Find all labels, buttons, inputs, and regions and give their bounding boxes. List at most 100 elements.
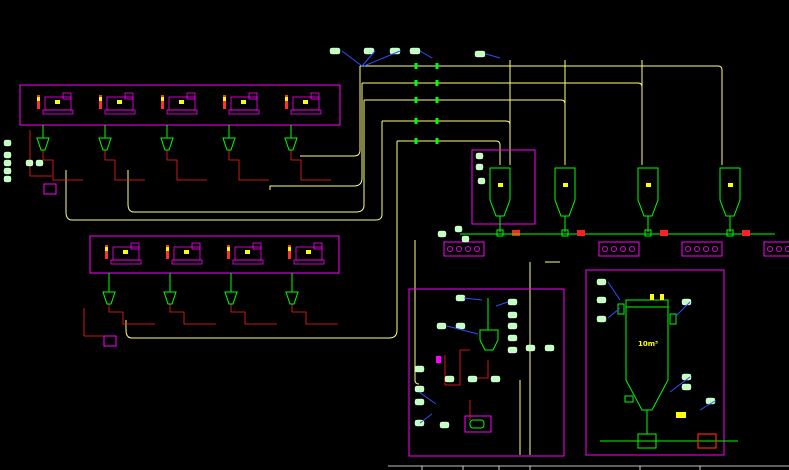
bag-filter-icon <box>43 183 57 195</box>
tag-leader-line <box>363 50 401 67</box>
status-indicator <box>241 100 246 104</box>
hopper-icon <box>284 137 298 151</box>
motor-box <box>62 92 72 100</box>
hopper-icon <box>224 291 238 305</box>
motor-box <box>124 92 134 100</box>
hopper-icon <box>102 291 116 305</box>
equipment-frame <box>471 149 536 225</box>
silo-icon <box>637 167 659 217</box>
level-gauge-top <box>223 97 226 101</box>
instrument-tag-icon <box>525 344 536 352</box>
instrument-tag-icon <box>414 385 425 393</box>
tag-leader-line <box>669 376 691 393</box>
instrument-tag-icon <box>35 159 44 167</box>
vibrator <box>624 395 634 403</box>
hopper-icon <box>285 291 299 305</box>
level-switch <box>617 303 625 315</box>
pipe-line <box>382 120 511 165</box>
instrument-tag-icon <box>25 159 34 167</box>
pipe-line <box>83 308 104 337</box>
sample-point <box>436 356 441 363</box>
status-indicator <box>306 250 311 254</box>
conveyor <box>166 109 198 115</box>
pump-icon <box>697 433 717 449</box>
pump-icon <box>512 230 520 236</box>
pipe-line <box>29 130 52 177</box>
bag-filter-icon <box>103 335 117 347</box>
valve-icon <box>726 229 734 237</box>
equipment-frame <box>763 241 789 257</box>
pipe-line <box>125 141 398 339</box>
equipment-units <box>36 63 789 470</box>
instrument-tag-icon <box>461 235 470 243</box>
status-indicator <box>303 100 308 104</box>
hopper-icon <box>98 137 112 151</box>
silo-icon <box>489 167 511 217</box>
inlet-nozzle <box>650 294 654 300</box>
annotations: 10m³ <box>638 340 658 348</box>
tag-leader-line <box>361 50 376 67</box>
valve-icon <box>644 229 652 237</box>
tag-leader-line <box>495 301 509 307</box>
pipe-line <box>360 65 723 165</box>
conveyor <box>232 259 264 265</box>
instrument-tag-icon <box>329 47 341 55</box>
instrument-tag-icon <box>414 398 425 406</box>
valve-actuator <box>473 245 480 252</box>
pipe-line <box>470 360 489 379</box>
large-silo-volume-label: 10m³ <box>638 340 658 348</box>
motor-box <box>313 242 323 250</box>
equipment-frame <box>443 241 485 257</box>
status-indicator <box>184 250 189 254</box>
level-gauge-top <box>37 97 40 101</box>
level-gauge-top <box>105 247 108 251</box>
instrument-tag-icon <box>363 47 375 55</box>
instrument-tag-icon <box>455 294 466 302</box>
tag-leader-line <box>341 50 363 67</box>
level-gauge <box>161 95 164 109</box>
equipment-frame <box>598 241 640 257</box>
instrument-tag-icon <box>596 278 607 286</box>
pipe-line <box>397 140 501 165</box>
valve-actuator <box>785 246 789 252</box>
instrument-tag-icon <box>3 167 12 175</box>
instrument-tag-icon <box>596 296 607 304</box>
valve-icon <box>414 97 418 103</box>
pipe-network <box>29 60 723 455</box>
conveyor <box>171 259 203 265</box>
instrument-tag-icon <box>437 230 447 238</box>
conveyor <box>42 109 74 115</box>
level-gauge <box>223 95 226 109</box>
equipment-frame <box>585 269 725 456</box>
pipe-line <box>444 349 470 386</box>
valve-actuator <box>767 245 774 252</box>
status-indicator <box>117 100 122 104</box>
instrument-tag-icon <box>507 322 518 330</box>
conveyor <box>293 259 325 265</box>
instrument-tag-icon <box>439 421 450 429</box>
level-gauge <box>105 245 108 259</box>
tag-leader-line <box>699 400 716 411</box>
pipe-line <box>166 150 207 181</box>
tag-leader-line <box>607 307 621 319</box>
level-gauge-top <box>99 97 102 101</box>
tag-leader-line <box>485 53 501 59</box>
status-indicator <box>179 100 184 104</box>
pipe-line <box>362 82 643 165</box>
instrument-tag-icon <box>507 346 518 354</box>
instrument-tags <box>3 47 716 429</box>
tag-leader-line <box>446 325 479 335</box>
valve-actuator <box>694 245 701 252</box>
conveyor <box>110 259 142 265</box>
pump-icon <box>577 230 585 236</box>
tag-leader-line <box>607 281 621 301</box>
tag-leader-line <box>463 297 483 301</box>
status-indicator <box>563 183 568 187</box>
level-gauge <box>285 95 288 109</box>
level-gauge-top <box>161 97 164 101</box>
level-switch <box>669 313 677 325</box>
valve-actuator <box>629 245 636 252</box>
bag-filter-icon <box>464 415 492 433</box>
pipe-line <box>269 83 363 190</box>
